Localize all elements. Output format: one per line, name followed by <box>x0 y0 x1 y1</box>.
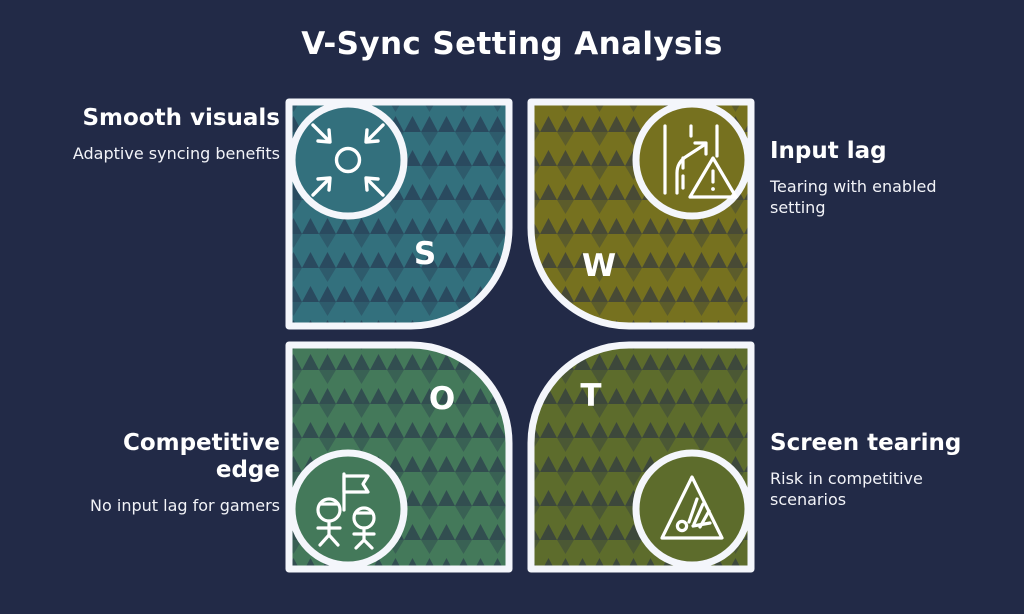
label-block-opportunities: Competitive edge No input lag for gamers <box>60 430 280 516</box>
swot-quadrant-group: S <box>285 98 755 573</box>
label-block-threats: Screen tearing Risk in competitive scena… <box>770 430 990 510</box>
quadrant-badge-threats[interactable] <box>632 449 752 569</box>
page-title: V-Sync Setting Analysis <box>301 26 723 62</box>
label-title-opportunities: Competitive edge <box>122 430 280 483</box>
label-desc-strengths: Adaptive syncing benefits <box>72 143 280 163</box>
quadrant-letter-threats: T <box>580 378 601 414</box>
quadrant-badge-strengths[interactable] <box>288 100 408 220</box>
label-desc-threats: Risk in competitive scenarios <box>770 468 923 510</box>
label-block-weaknesses: Input lag Tearing with enabled setting <box>770 138 990 218</box>
falling-rocks-warning-icon <box>660 475 724 540</box>
label-title-weaknesses: Input lag <box>770 138 887 164</box>
quadrant-badge-opportunities[interactable] <box>288 449 408 569</box>
quadrant-letter-opportunities: O <box>429 381 455 417</box>
label-block-strengths: Smooth visuals Adaptive syncing benefits <box>60 105 280 164</box>
label-desc-weaknesses: Tearing with enabled setting <box>770 176 937 218</box>
road-lane-warning-icon <box>663 124 738 199</box>
label-title-strengths: Smooth visuals <box>82 105 280 131</box>
quadrant-letter-strengths: S <box>414 236 436 272</box>
label-desc-opportunities: No input lag for gamers <box>90 495 280 515</box>
converge-arrows-icon <box>311 123 385 197</box>
label-title-threats: Screen tearing <box>770 430 962 456</box>
quadrant-badge-weaknesses[interactable] <box>632 100 752 220</box>
quadrant-letter-weaknesses: W <box>582 248 616 284</box>
team-flag-icon <box>316 472 376 550</box>
